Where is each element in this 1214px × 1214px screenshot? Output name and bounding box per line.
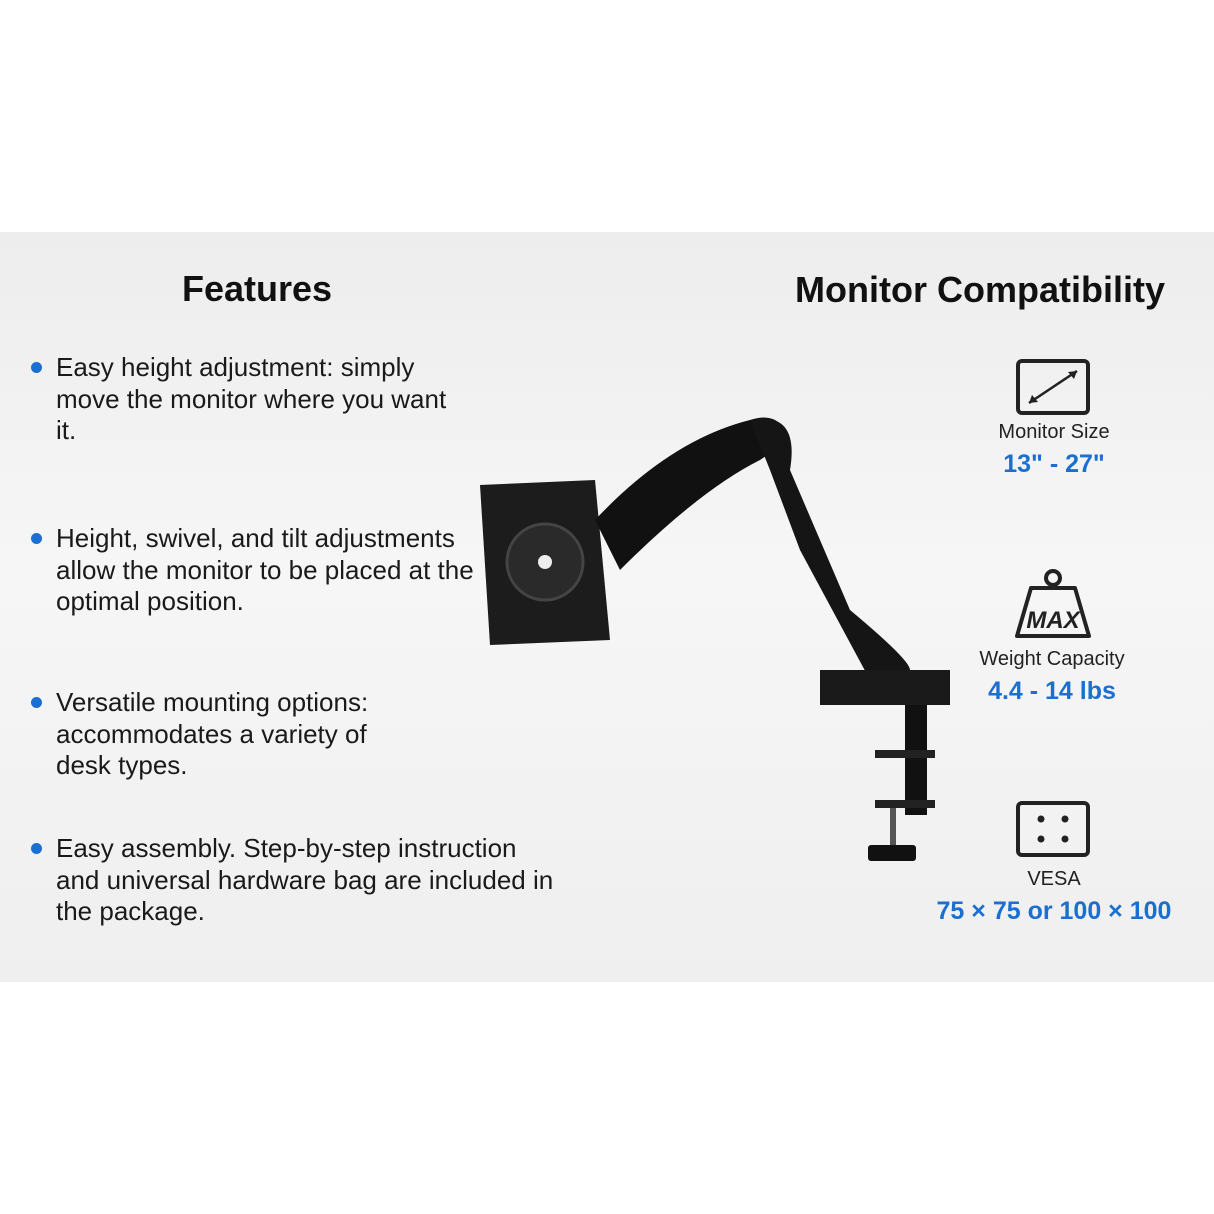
spec-label: VESA	[1027, 868, 1081, 890]
spec-label: Monitor Size	[998, 421, 1110, 443]
spec-value: 4.4 - 14 lbs	[988, 677, 1116, 705]
monitor-size-icon	[1016, 359, 1090, 415]
spec-value: 75 × 75 or 100 × 100	[936, 897, 1172, 925]
spec-monitor-size: Monitor Size 13" - 27"	[924, 421, 1184, 479]
bullet-icon	[31, 533, 42, 544]
feature-band	[0, 232, 1214, 982]
feature-text: Height, swivel, and tilt adjustments all…	[56, 523, 474, 616]
spec-vesa: VESA 75 × 75 or 100 × 100	[904, 868, 1204, 926]
feature-item: Easy height adjustment: simply move the …	[31, 352, 456, 447]
vesa-pattern-icon	[1016, 801, 1090, 857]
features-title: Features	[182, 268, 333, 309]
bullet-icon	[31, 362, 42, 373]
feature-text: Easy height adjustment: simply move the …	[56, 352, 447, 445]
feature-item: Height, swivel, and tilt adjustments all…	[31, 523, 486, 618]
weight-max-icon: MAX	[1015, 569, 1091, 638]
spec-value: 13" - 27"	[1003, 450, 1105, 478]
feature-text: Easy assembly. Step-by-step instruction …	[56, 833, 554, 926]
spec-weight-capacity: Weight Capacity 4.4 - 14 lbs	[922, 648, 1182, 706]
bullet-icon	[31, 843, 42, 854]
compatibility-title: Monitor Compatibility	[795, 269, 1165, 310]
feature-item: Versatile mounting options: accommodates…	[31, 687, 416, 782]
feature-item: Easy assembly. Step-by-step instruction …	[31, 833, 566, 928]
max-icon-text: MAX	[1026, 607, 1081, 634]
monitor-arm-image	[480, 417, 950, 861]
spec-label: Weight Capacity	[979, 648, 1125, 670]
feature-text: Versatile mounting options: accommodates…	[56, 687, 369, 780]
bullet-icon	[31, 697, 42, 708]
